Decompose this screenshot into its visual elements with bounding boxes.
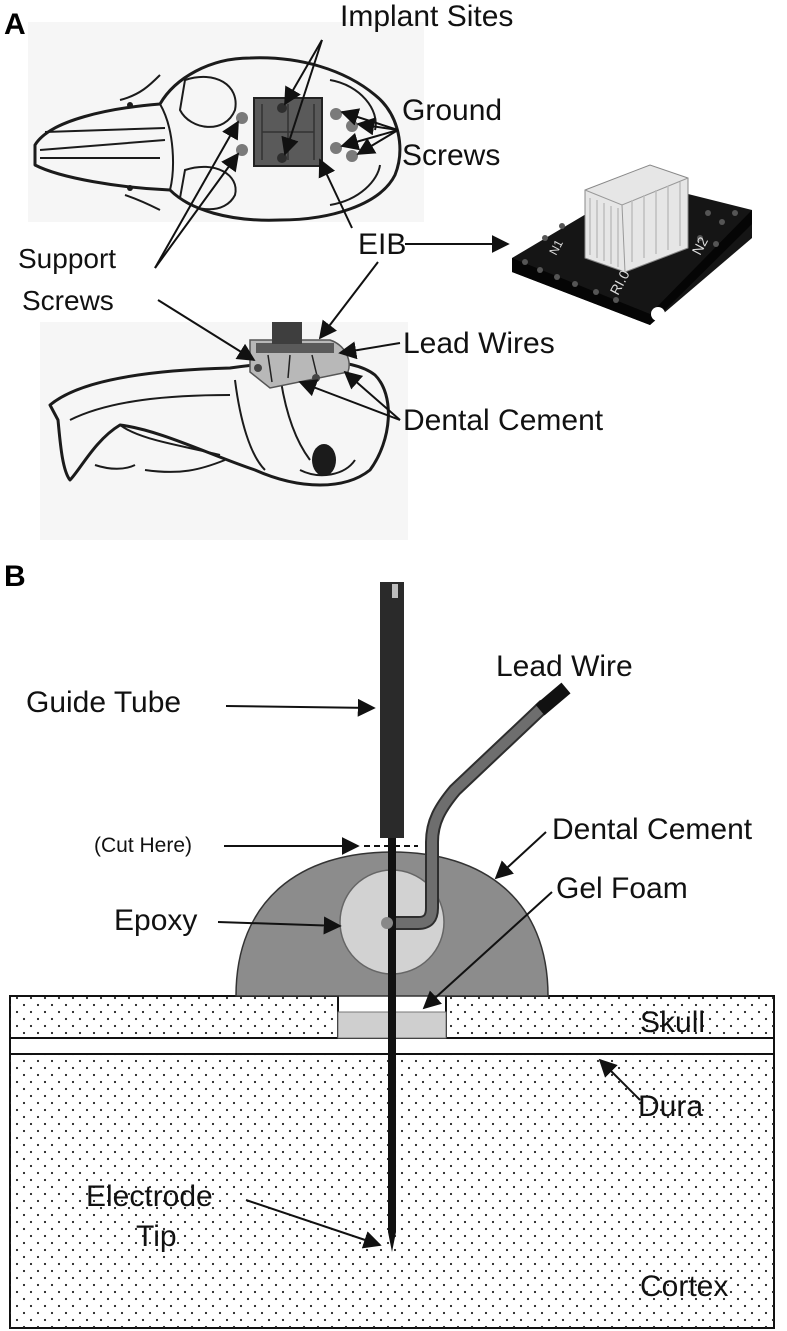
label-guide-tube: Guide Tube: [26, 686, 181, 719]
skull-right-dots: [446, 996, 774, 1038]
ground-screw: [330, 142, 342, 154]
label-skull: Skull: [640, 1006, 705, 1039]
label-eib: EIB: [358, 228, 406, 261]
lead-wire-end: [535, 682, 571, 716]
label-ground-screws-line2: Screws: [402, 139, 500, 172]
eib-side-board: [256, 343, 334, 353]
skull-side-view: [48, 359, 390, 487]
label-cortex: Cortex: [640, 1270, 728, 1303]
skull-left-dots: [10, 996, 338, 1038]
label-dental-cement-b: Dental Cement: [552, 813, 753, 846]
board-mark: N1: [546, 237, 566, 257]
label-lead-wires: Lead Wires: [403, 327, 555, 360]
side-view-backdrop: [40, 322, 408, 540]
ground-screw: [330, 108, 342, 120]
label-electrode-tip-line2: Tip: [136, 1220, 177, 1253]
implant-site-dot: [277, 153, 287, 163]
label-electrode-tip-line1: Electrode: [86, 1180, 213, 1213]
panel-a-label: A: [4, 8, 26, 41]
support-screw: [236, 112, 248, 124]
label-cut-here: (Cut Here): [94, 834, 192, 857]
label-ground-screws-line1: Ground: [402, 94, 502, 127]
label-implant-sites: Implant Sites: [340, 0, 513, 33]
panel-a-arrows: [154, 39, 510, 421]
implant-site-dot: [277, 103, 287, 113]
ground-screw: [346, 150, 358, 162]
eib-board-image: RI.0 N2 N1: [512, 164, 752, 325]
skull-top-view: [33, 56, 402, 222]
label-support-screws-line1: Support: [18, 243, 116, 274]
label-dura: Dura: [638, 1090, 703, 1123]
eib-side-connector: [272, 322, 302, 344]
label-support-screws-line2: Screws: [22, 285, 114, 316]
electrode-junction: [381, 917, 393, 929]
panel-b-arrows: [217, 698, 641, 1249]
label-epoxy: Epoxy: [114, 904, 197, 937]
electrode-shaft: [388, 838, 396, 1252]
lead-wire-inner: [392, 701, 549, 928]
ground-screw: [346, 120, 358, 132]
board-mark: N2: [689, 234, 712, 258]
guide-tube: [380, 582, 404, 838]
label-lead-wire: Lead Wire: [496, 650, 633, 683]
guide-tube-highlight: [392, 584, 398, 598]
label-gel-foam: Gel Foam: [556, 872, 688, 905]
panel-b-label: B: [4, 560, 26, 593]
label-dental-cement-a: Dental Cement: [403, 404, 604, 437]
